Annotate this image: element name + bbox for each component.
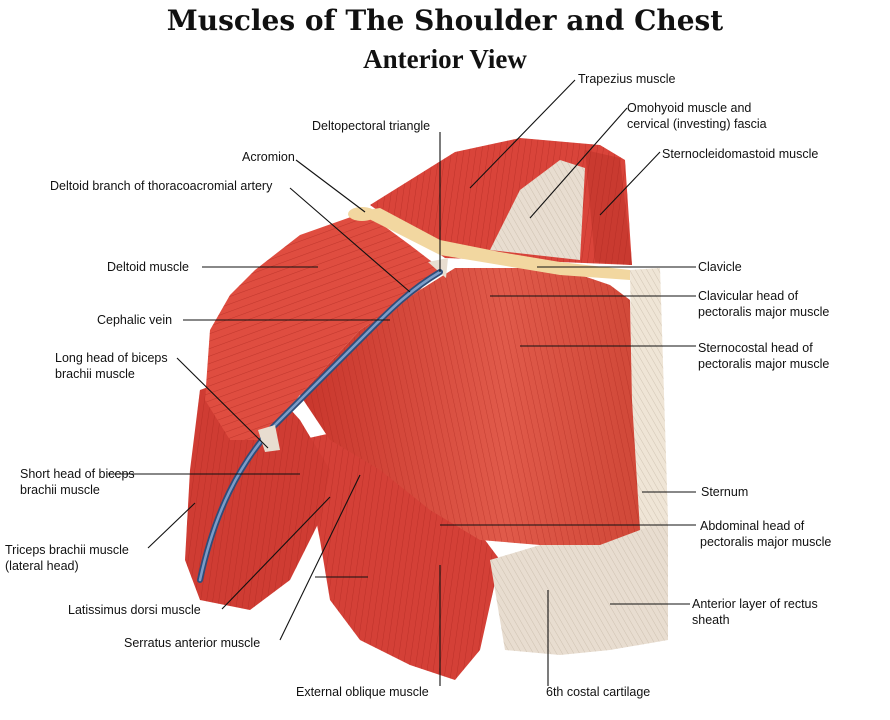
label-external-oblique: External oblique muscle [296,685,429,699]
deltopectoral-triangle-shape [428,258,448,278]
label-clavicular-head: Clavicular head of pectoralis major musc… [698,288,829,320]
label-short-head-biceps-line2: brachii muscle [20,483,100,497]
page-title: Muscles of The Shoulder and Chest [166,4,724,37]
label-rectus-sheath: Anterior layer of rectus sheath [692,596,818,628]
label-omohyoid-line2: cervical (investing) fascia [627,117,767,131]
label-long-head-biceps-line1: Long head of biceps [55,351,168,365]
label-short-head-biceps-line1: Short head of biceps [20,467,135,481]
label-costal-cartilage: 6th costal cartilage [546,685,651,699]
label-triceps-line2: (lateral head) [5,559,79,573]
label-acromion: Acromion [242,150,295,164]
leader-lines [108,79,696,686]
page-subtitle: Anterior View [363,44,527,74]
label-sternocostal-head-line2: pectoralis major muscle [698,357,830,371]
label-trapezius: Trapezius muscle [578,72,676,86]
acromion-shape [348,207,376,221]
label-sternocostal-head: Sternocostal head of pectoralis major mu… [698,340,829,372]
label-clavicle: Clavicle [698,260,742,274]
label-short-head-biceps: Short head of biceps brachii muscle [20,466,135,498]
label-clavicular-head-line1: Clavicular head of [698,289,799,303]
label-long-head-biceps-line2: brachii muscle [55,367,135,381]
label-rectus-sheath-line2: sheath [692,613,730,627]
clavicle-shape [355,208,630,280]
label-cephalic-vein: Cephalic vein [97,313,173,327]
label-triceps-line1: Triceps brachii muscle [5,543,129,557]
label-omohyoid: Omohyoid muscle and cervical (investing)… [627,100,767,132]
label-abdominal-head-line2: pectoralis major muscle [700,535,832,549]
label-triceps: Triceps brachii muscle (lateral head) [5,542,129,574]
label-long-head-biceps: Long head of biceps brachii muscle [55,350,168,382]
label-abdominal-head: Abdominal head of pectoralis major muscl… [700,518,831,550]
label-sternum: Sternum [701,485,749,499]
label-abdominal-head-line1: Abdominal head of [700,519,805,533]
label-rectus-sheath-line1: Anterior layer of rectus [692,597,818,611]
label-deltoid: Deltoid muscle [107,260,189,274]
label-latissimus-dorsi: Latissimus dorsi muscle [68,603,201,617]
label-sternocleidomastoid: Sternocleidomastoid muscle [662,147,819,161]
label-clavicular-head-line2: pectoralis major muscle [698,305,830,319]
label-deltopectoral-triangle: Deltopectoral triangle [312,119,431,133]
label-sternocostal-head-line1: Sternocostal head of [698,341,813,355]
label-serratus-anterior: Serratus anterior muscle [124,636,261,650]
label-deltoid-branch: Deltoid branch of thoracoacromial artery [50,179,273,193]
label-omohyoid-line1: Omohyoid muscle and [627,101,752,115]
